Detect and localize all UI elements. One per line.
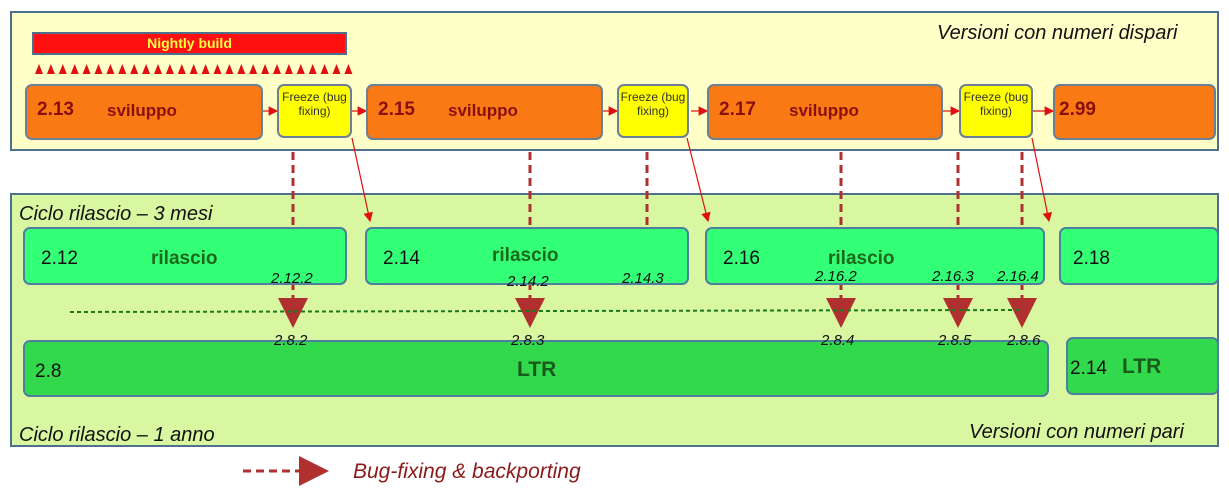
nightly-marker-icon [165,64,174,74]
dev-version: 2.99 [1059,99,1096,120]
release-box-2-14: 2.14 rilascio [365,227,689,285]
release-box-2-12: 2.12 rilascio [23,227,347,285]
one-year-cycle-label: Ciclo rilascio – 1 anno [19,424,215,446]
dev-label: sviluppo [448,101,518,120]
nightly-marker-icon [142,64,151,74]
nightly-marker-icon [296,64,305,74]
nightly-marker-icon [154,64,162,74]
separator-line [69,309,1021,313]
odd-versions-label: Versioni con numeri dispari [937,22,1178,44]
nightly-marker-icon [35,64,43,74]
nightly-marker-icon [344,64,353,74]
release-label: rilascio [492,245,559,266]
freeze-box: Freeze (bug fixing) [959,84,1033,138]
dev-version: 2.17 [719,99,756,120]
release-box-2-16: 2.16 rilascio [705,227,1045,285]
legend-label: Bug-fixing & backporting [353,460,581,483]
ltr-version: 2.14 [1070,358,1107,379]
ltr-label: LTR [517,358,557,381]
dev-version: 2.15 [378,99,415,120]
ltr-point-label: 2.8.4 [821,332,855,349]
nightly-marker-icon [225,64,234,74]
nightly-marker-icon [118,64,127,74]
release-version: 2.18 [1073,248,1110,269]
flow-arrows [263,106,1055,223]
point-release-label: 2.16.2 [815,268,857,285]
dev-box-2-15: 2.15 sviluppo [366,84,603,140]
nightly-marker-icon [130,64,139,74]
nightly-marker-icon [213,64,222,74]
nightly-marker-icon [332,64,341,74]
nightly-marker-icon [189,64,198,74]
release-version: 2.16 [723,248,760,269]
point-release-label: 2.14.2 [507,273,549,290]
ltr-label: LTR [1122,355,1162,378]
dev-label: sviluppo [789,101,859,120]
nightly-build-bar: Nightly build [32,32,347,55]
ltr-box-2-14: 2.14 LTR [1066,337,1219,395]
nightly-marker-icon [201,64,210,74]
nightly-marker-icon [320,64,329,74]
release-label: rilascio [151,248,218,269]
nightly-marker-icon [308,64,317,74]
nightly-marker-icon [273,64,281,74]
even-versions-label: Versioni con numeri pari [969,421,1184,443]
release-version: 2.12 [41,248,78,269]
point-release-label: 2.14.3 [622,270,664,287]
nightly-marker-icon [94,64,103,74]
nightly-marker-icon [249,64,258,74]
dev-label: sviluppo [107,101,177,120]
nightly-marker-icon [177,64,186,74]
nightly-marker-icon [284,64,293,74]
three-month-cycle-label: Ciclo rilascio – 3 mesi [19,203,213,225]
ltr-point-label: 2.8.2 [274,332,308,349]
nightly-marker-icon [106,64,115,74]
nightly-build-markers [35,64,353,74]
nightly-marker-icon [82,64,91,74]
release-box-2-18: 2.18 [1059,227,1219,285]
ltr-version: 2.8 [35,361,62,382]
nightly-marker-icon [46,64,55,74]
release-label: rilascio [828,248,895,269]
point-release-label: 2.16.4 [997,268,1039,285]
nightly-marker-icon [70,64,79,74]
release-version: 2.14 [383,248,420,269]
dev-version: 2.13 [37,99,74,120]
freeze-box: Freeze (bug fixing) [617,84,689,138]
nightly-marker-icon [58,64,67,74]
ltr-point-label: 2.8.5 [938,332,972,349]
point-release-label: 2.12.2 [271,270,313,287]
ltr-point-label: 2.8.3 [511,332,545,349]
dev-box-2-17: 2.17 sviluppo [707,84,943,140]
ltr-point-label: 2.8.6 [1007,332,1041,349]
point-release-label: 2.16.3 [932,268,974,285]
ltr-box-2-8: 2.8 LTR [23,340,1049,397]
nightly-marker-icon [237,64,246,74]
dev-box-2-99: 2.99 [1053,84,1216,140]
freeze-box: Freeze (bug fixing) [277,84,352,138]
dev-box-2-13: 2.13 sviluppo [25,84,263,140]
nightly-marker-icon [261,64,270,74]
